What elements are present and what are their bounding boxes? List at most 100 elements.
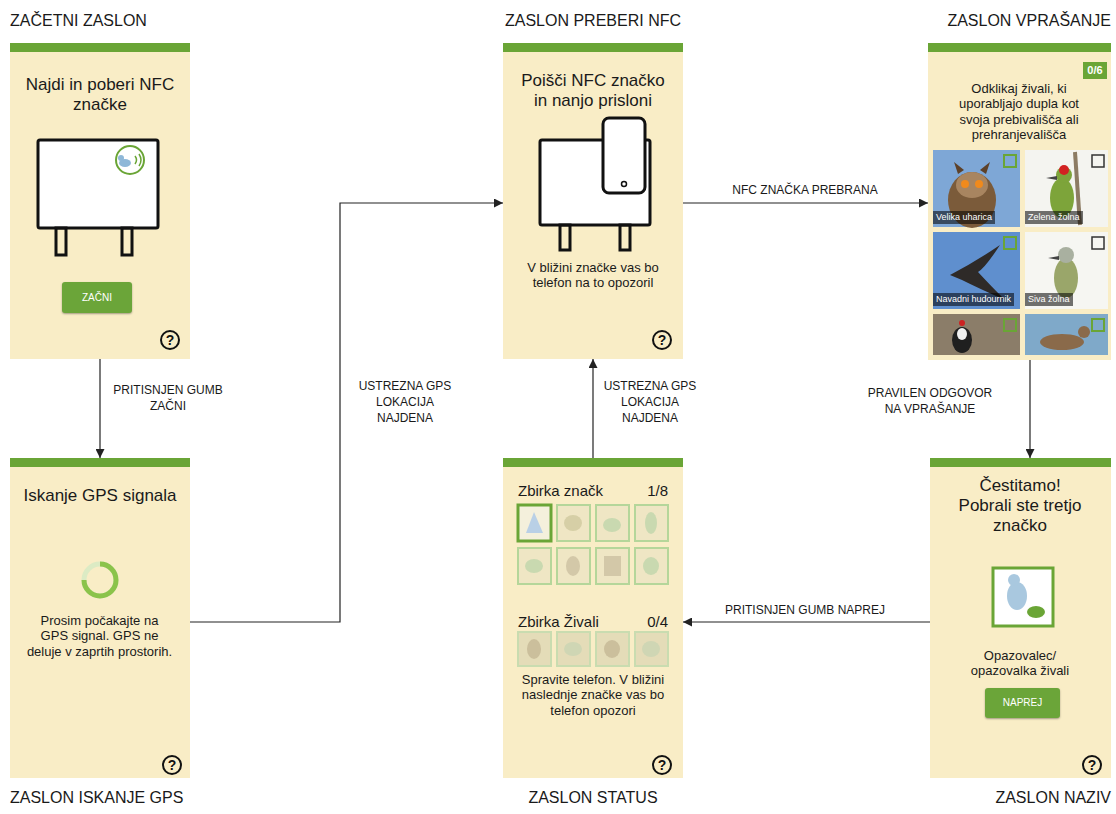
photo-ground <box>933 314 1020 355</box>
help-circle <box>161 331 179 349</box>
owl-face <box>956 172 988 198</box>
screen-hint: V bližini značke vas bo telefon na to op… <box>518 260 668 291</box>
screen-grounds <box>10 43 1111 778</box>
board-leg <box>560 225 570 250</box>
animal-glyph <box>604 640 620 658</box>
animal-tile <box>518 632 551 666</box>
animal-tile <box>635 632 668 666</box>
badge-tile <box>557 548 590 584</box>
badge-tile <box>635 548 668 584</box>
status-bar <box>928 43 1111 52</box>
screen-ground <box>503 43 683 359</box>
badge-glyph <box>645 512 657 534</box>
badge-glyph <box>564 515 582 531</box>
connectors <box>100 203 1030 622</box>
screen-heading: Iskanje GPS signala <box>15 486 185 506</box>
checkbox <box>1092 155 1104 167</box>
bird-figure <box>1008 574 1020 586</box>
counter: 0/4 <box>628 613 668 631</box>
badge-glyph <box>643 557 659 575</box>
badge-label: 0/6 <box>1087 64 1103 77</box>
start-screen: ZAČETNI ZASLONNajdi in poberi NFC značke… <box>10 43 190 359</box>
screen-caption: ZASLON NAZIV <box>851 789 1111 808</box>
help-circle <box>1083 756 1101 774</box>
animal-glyph <box>527 639 541 659</box>
badge-tile <box>596 548 629 584</box>
help-icon: ? <box>160 330 180 350</box>
transition-label: PRITISNJEN GUMB NAPREJ <box>723 602 887 618</box>
help-label: ? <box>652 755 672 775</box>
nfc-icon <box>116 146 144 174</box>
screen-heading: Čestitamo! Pobrali ste tretjo značko <box>955 476 1085 536</box>
owl-eye <box>961 180 969 188</box>
status-bar <box>503 43 683 52</box>
gps-spinner <box>84 564 116 596</box>
gps-screen: Iskanje GPS signalaProsim počakajte na G… <box>10 458 190 778</box>
woodpecker-patch <box>957 328 967 340</box>
photo-ground <box>1025 150 1108 227</box>
screen-ground <box>503 458 683 778</box>
start-button: ZAČNI <box>62 282 132 313</box>
owl-eye <box>975 180 983 188</box>
nfc-board-start <box>38 140 158 255</box>
flow-arrow <box>190 203 503 622</box>
help-circle <box>653 331 671 349</box>
answer-tile: Zelena žolna <box>1025 150 1108 227</box>
help-icon: ? <box>162 755 182 775</box>
duck-head <box>1078 326 1090 338</box>
animal-collection <box>518 632 668 666</box>
nfc-board-read <box>540 118 650 250</box>
answer-tile: Siva žolna <box>1025 232 1108 309</box>
badge-title: Opazovalec/ opazovalka živali <box>960 648 1080 679</box>
status-bar <box>10 43 190 52</box>
board-panel <box>38 140 158 228</box>
frog-figure <box>1027 606 1045 618</box>
answer-tile: Velika uharica <box>933 150 1020 227</box>
tile-label: Siva žolna <box>1025 293 1073 306</box>
spinner-arc <box>84 564 116 596</box>
award-frame <box>993 568 1053 626</box>
woodpecker-cap <box>1059 165 1069 175</box>
screen-hint: Prosim počakajte na GPS signal. GPS ne d… <box>26 613 173 659</box>
nfc-screen: ZASLON PREBERI NFCPoišči NFC značko in n… <box>503 43 683 359</box>
status-screen: Zbirka značk1/8Zbirka Živali0/4Spravite … <box>503 458 683 778</box>
screen-ground <box>10 458 190 778</box>
screen-ground <box>930 458 1111 778</box>
question-text: Odklikaj živali, ki uporabljajo dupla ko… <box>944 81 1094 142</box>
answer-tile: Navadni hudournik <box>933 232 1020 309</box>
badge-tile <box>518 548 551 584</box>
checkbox <box>1004 237 1016 249</box>
screen-hint: Spravite telefon. V bližini naslednje zn… <box>518 672 668 718</box>
status-bar <box>930 458 1111 467</box>
animal-glyph <box>642 641 660 657</box>
badge-glyph <box>566 556 580 576</box>
screen-ground <box>928 43 1111 360</box>
transition-label: PRITISNJEN GUMB ZAČNI <box>101 382 235 414</box>
flow-arrow <box>683 621 930 622</box>
help-label: ? <box>1082 755 1102 775</box>
screen-caption: ZAČETNI ZASLON <box>10 12 210 31</box>
photo-ground <box>933 150 1020 227</box>
flow-arrow <box>592 359 593 458</box>
answer-photos <box>933 150 1108 355</box>
help-icon: ? <box>652 755 672 775</box>
badge-glyph <box>603 518 621 532</box>
board-leg <box>122 228 132 255</box>
flow-arrow <box>683 202 928 203</box>
board-leg <box>620 225 630 250</box>
animal-tile <box>557 632 590 666</box>
spinner-track <box>84 564 116 596</box>
transition-label: PRAVILEN ODGOVOR NA VPRAŠANJE <box>861 385 1000 417</box>
badge-collection <box>518 505 668 584</box>
phone-icon <box>603 118 645 193</box>
tile-label: Navadni hudournik <box>933 293 1014 306</box>
checkbox <box>1092 237 1104 249</box>
duck-body <box>1040 334 1084 350</box>
transition-label: USTREZNA GPS LOKACIJA NAJDENA <box>353 378 457 426</box>
btn-label: ZAČNI <box>82 292 112 304</box>
award-badge <box>993 568 1053 626</box>
next-button: NAPREJ <box>985 688 1060 718</box>
phone-button <box>622 182 627 187</box>
photo-ground <box>933 232 1020 309</box>
screen-heading: Najdi in poberi NFC značke <box>20 75 180 115</box>
